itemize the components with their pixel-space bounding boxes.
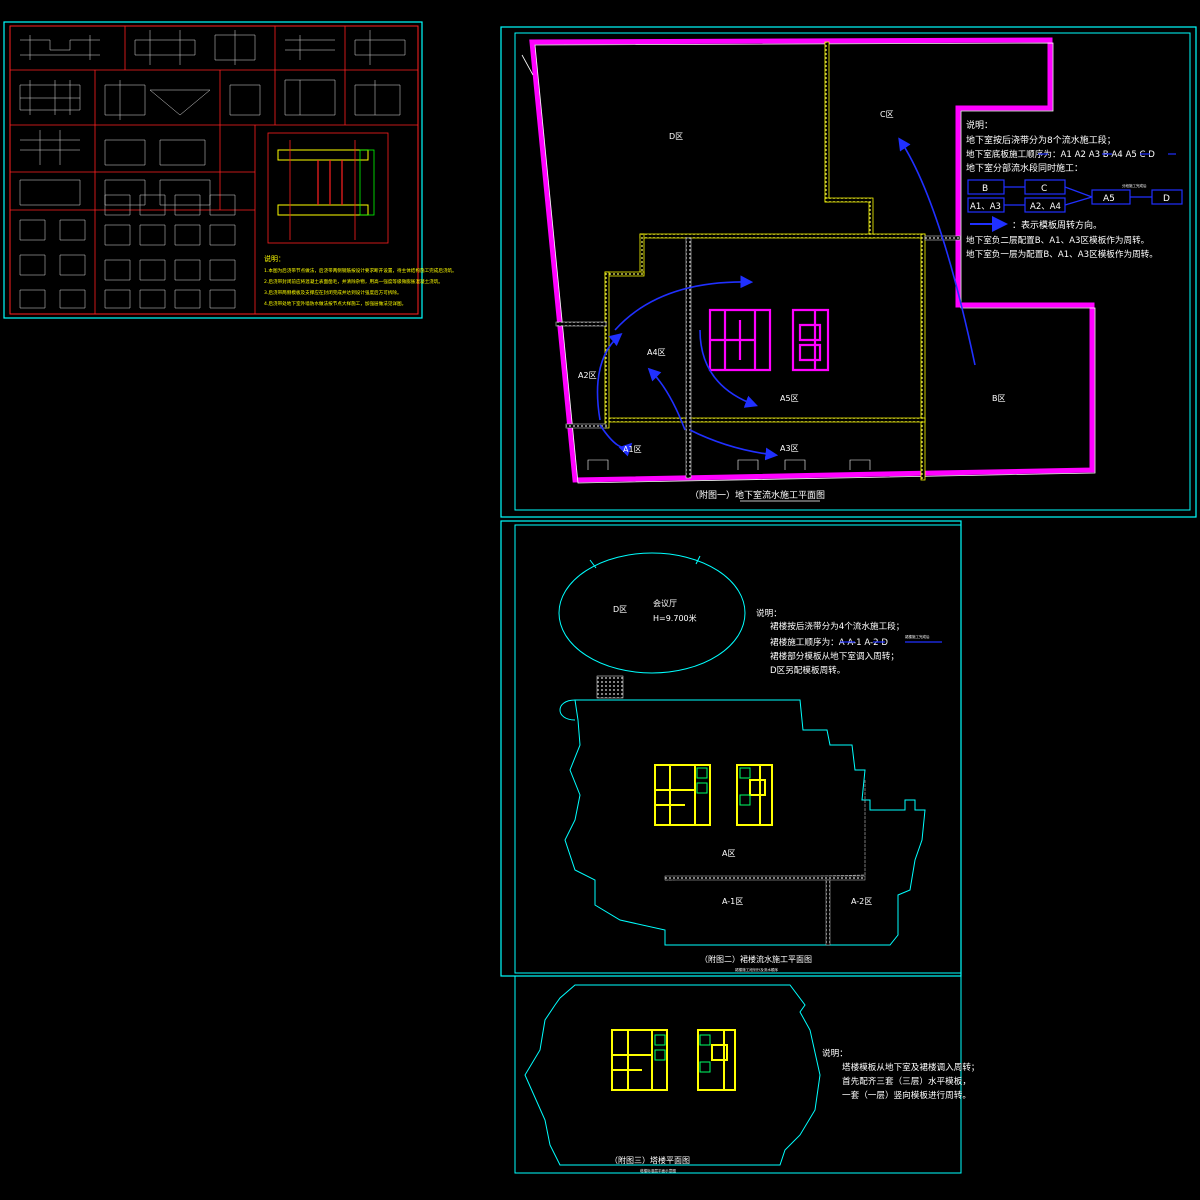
podium-post-pour-strip-v xyxy=(825,879,831,946)
sheet3-note-1: 塔楼模板从地下室及裙楼调入周转； xyxy=(842,1061,980,1073)
sheet3-note-3: 一套（一层）竖向模板进行周转。 xyxy=(842,1089,971,1101)
zone-label-a2: A-2区 xyxy=(851,897,872,906)
sheet1-note-6: 地下室负一层为配置B、A1、A3区模板作为周转。 xyxy=(966,248,1158,260)
arrow-b-c xyxy=(898,137,976,366)
basement-outer-wall-inner-line xyxy=(534,42,1096,484)
flow-arrow-label: 分段施工完成后 xyxy=(1122,183,1147,188)
detail-note-1: 1.本图为后浇带节点做法，后浇带两侧钢筋按设计要求断开设置，待主体结构施工完成后… xyxy=(264,267,457,274)
sheet2-podium-plan: D区 会议厅 H=9.700米 A区 A-1区 A-2区 说明： 裙楼按后浇带分… xyxy=(500,520,962,977)
flow-box-a2a4-label: A2、A4 xyxy=(1030,202,1061,212)
flow-box-d-label: D xyxy=(1163,194,1170,204)
sheet2-note-4: D区另配模板周转。 xyxy=(770,664,845,676)
detail-notes: 说明： 1.本图为后浇带节点做法，后浇带两侧钢筋按设计要求断开设置，待主体结构施… xyxy=(264,254,457,307)
formwork-turnover-arrows xyxy=(596,137,976,461)
arrow-a4-a5 xyxy=(699,329,759,408)
sheet2-inner-frame xyxy=(514,524,962,974)
sheet1-notes-heading: 说明： xyxy=(966,119,993,131)
sheet2-title: （附图二）裙楼流水施工平面图 xyxy=(700,954,812,964)
sheet1-note-3: 地下室分部流水段同时施工： xyxy=(966,162,1083,174)
zone-label-a3: A3区 xyxy=(780,444,799,453)
podium-link-strip xyxy=(596,675,624,699)
detail-sheet: 说明： 1.本图为后浇带节点做法，后浇带两侧钢筋按设计要求断开设置，待主体结构施… xyxy=(3,21,457,319)
sheet2-note-3: 裙楼部分模板从地下室调入周转； xyxy=(770,650,899,662)
sheet3-subtitle: 塔楼标准层平面示意图 xyxy=(640,1168,676,1173)
sheet3-note-2: 首先配齐三套（三层）水平模板， xyxy=(842,1075,971,1087)
zone-label-a2: A2区 xyxy=(578,371,597,380)
arrow-a1-down xyxy=(599,424,633,457)
sheet1-flow-diagram: B C A1、A3 A2、A4 A5 D 分段施工完成后 xyxy=(967,179,1183,232)
flow-box-c-label: C xyxy=(1041,184,1047,194)
sheet1-outer-frame xyxy=(500,26,1197,518)
sheet3-notes-heading: 说明： xyxy=(822,1047,848,1059)
hall-ticks xyxy=(589,555,701,569)
tower-core-walls xyxy=(611,1029,736,1091)
detail-note-3: 3.后浇带两侧模板及支撑应在封闭完成并达到设计强度后方可拆除。 xyxy=(264,289,402,296)
sheet1-note-5: 地下室负二层配置B、A1、A3区模板作为周转。 xyxy=(966,234,1149,246)
sheet1-note-1: 地下室按后浇带分为8个流水施工段； xyxy=(966,134,1116,146)
hall-name: 会议厅 xyxy=(653,598,677,608)
arrow-a2-a4 xyxy=(614,275,754,331)
detail-sketches xyxy=(19,30,406,309)
sheet2-subtitle: 裙楼施工段划分及流水顺序 xyxy=(735,967,779,972)
conference-hall-outline xyxy=(558,552,746,674)
sheet1-inner-frame xyxy=(514,32,1191,511)
zone-label-a1: A-1区 xyxy=(722,897,743,906)
flow-box-a1a3-label: A1、A3 xyxy=(970,202,1001,212)
zone-label-b: B区 xyxy=(992,394,1006,403)
sheet2-note-1: 裙楼按后浇带分为4个流水施工段； xyxy=(770,620,904,632)
sheet3-frame xyxy=(514,975,962,1174)
podium-stairs xyxy=(696,767,751,806)
sheet2-notes-heading: 说明： xyxy=(756,607,782,619)
tower-stairs xyxy=(654,1034,711,1073)
detail-note-2: 2.后浇带封闭前应将混凝土表面凿毛，并清除杂物，用高一强度等级微膨胀混凝土浇筑。 xyxy=(264,278,443,285)
sheet2-notes: 说明： 裙楼按后浇带分为4个流水施工段； 裙楼施工顺序为：A A-1 A-2 D… xyxy=(756,607,930,676)
arrow-a3-a4 xyxy=(647,367,686,431)
basement-ramps xyxy=(587,459,871,470)
flow-box-a5-label: A5 xyxy=(1103,194,1115,204)
flow-box-b-label: B xyxy=(982,184,988,194)
sheet1-note-4: ：表示模板周转方向。 xyxy=(1012,219,1102,231)
arrow-a1-a2 xyxy=(596,332,623,421)
podium-west-curve xyxy=(559,699,576,721)
sheet3-title: （附图三）塔楼平面图 xyxy=(610,1155,690,1165)
arrow-to-a3 xyxy=(689,429,779,461)
sheet2-note-2-small: 裙楼施工完成后 xyxy=(905,634,930,639)
sheet1-basement-plan: D区 C区 B区 A1区 A2区 A3区 A4区 A5区 说明： 地下室按后浇带… xyxy=(500,26,1197,518)
zone-label-c: C区 xyxy=(880,110,894,119)
sheet1-title: （附图一）地下室流水施工平面图 xyxy=(690,489,825,501)
detail-notes-heading: 说明： xyxy=(264,254,285,263)
zone-label-a5: A5区 xyxy=(780,394,799,403)
sheet2-zone-labels: D区 会议厅 H=9.700米 A区 A-1区 A-2区 xyxy=(613,598,872,906)
detail-sheet-inner-frame xyxy=(9,25,419,315)
detail-grid-lines xyxy=(10,26,418,314)
tower-outline xyxy=(524,984,821,1166)
sheet1-zone-labels: D区 C区 B区 A1区 A2区 A3区 A4区 A5区 xyxy=(578,110,1006,454)
sheet1-note-2: 地下室底板施工顺序为：A1 A2 A3 B A4 A5 C D xyxy=(966,148,1155,160)
sheet1-notes: 说明： 地下室按后浇带分为8个流水施工段； 地下室底板施工顺序为：A1 A2 A… xyxy=(966,119,1158,260)
post-pour-strip-detail xyxy=(267,132,389,244)
detail-note-4: 4.后浇带处地下室外墙防水做法按节点大样施工，加强层做法见详图。 xyxy=(264,300,406,307)
basement-notch xyxy=(521,54,534,76)
zone-label-d: D区 xyxy=(613,605,627,614)
podium-outline xyxy=(564,699,926,946)
basement-core-walls xyxy=(708,308,830,372)
zone-label-a1: A1区 xyxy=(623,445,642,454)
detail-sheet-frame xyxy=(3,21,423,319)
zone-label-a4: A4区 xyxy=(647,348,666,357)
zone-label-a: A区 xyxy=(722,849,735,858)
post-pour-strips xyxy=(604,41,926,481)
sheet3-tower-plan: 说明： 塔楼模板从地下室及裙楼调入周转； 首先配齐三套（三层）水平模板， 一套（… xyxy=(514,975,980,1174)
basement-outer-wall xyxy=(529,37,1095,483)
podium-post-pour-strip-h xyxy=(664,875,866,881)
sheet3-notes: 说明： 塔楼模板从地下室及裙楼调入周转； 首先配齐三套（三层）水平模板， 一套（… xyxy=(822,1047,980,1101)
sheet2-outer-frame xyxy=(500,520,962,977)
hall-elevation: H=9.700米 xyxy=(653,613,697,623)
sheet2-note-2: 裙楼施工顺序为：A A-1 A-2 D xyxy=(770,636,888,648)
zone-label-d: D区 xyxy=(669,132,683,141)
podium-core-walls xyxy=(654,764,773,826)
